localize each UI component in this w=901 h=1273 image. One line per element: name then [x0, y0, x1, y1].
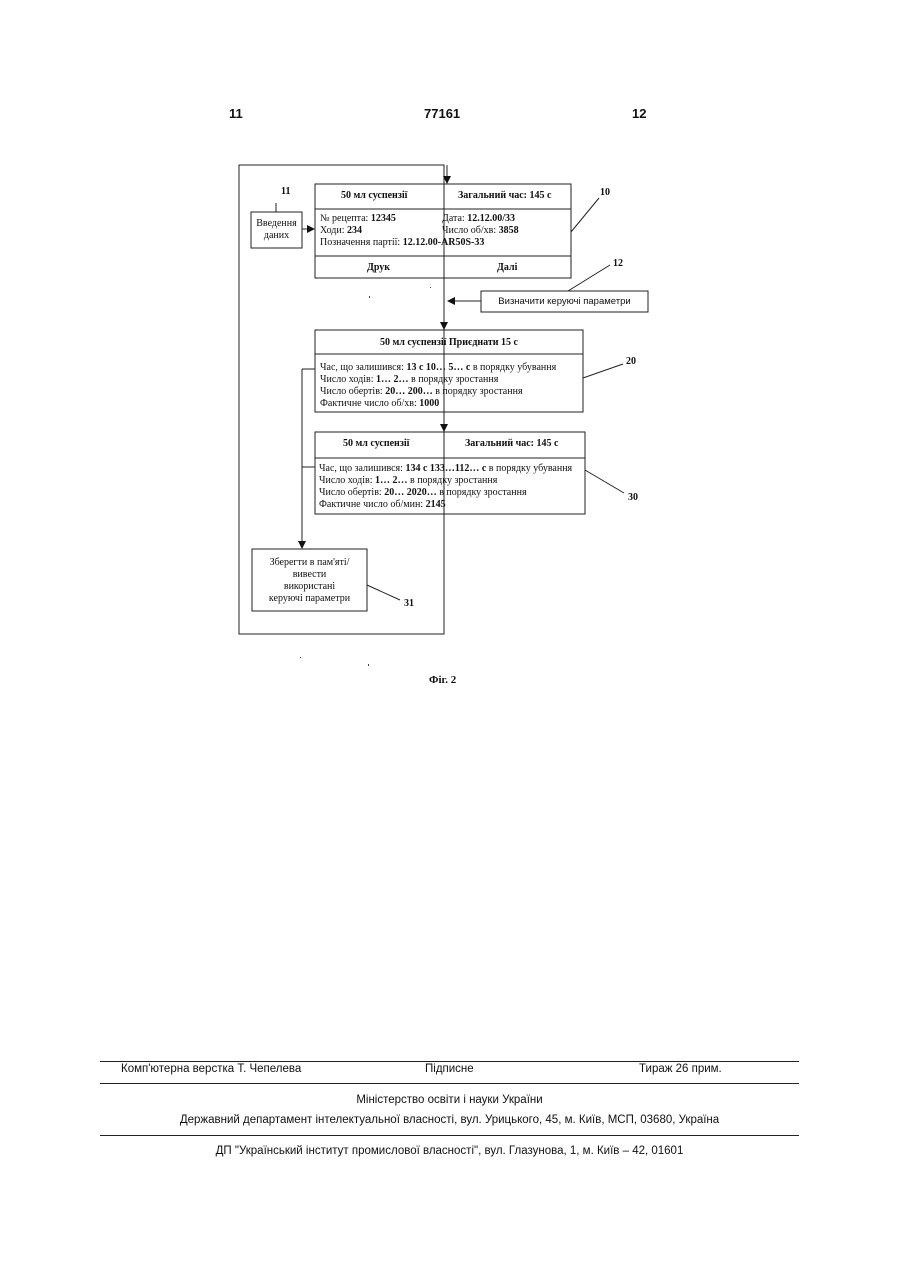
footer-row-1: Комп'ютерна верстка Т. Чепелева Підписне… — [100, 1063, 799, 1081]
box-11-line2: даних — [251, 230, 302, 242]
box-30-row3: Число обертів: 20… 2020… в порядку зрост… — [319, 487, 527, 499]
ref-12: 12 — [613, 258, 623, 269]
box-10-rpm: Число об/хв: 3858 — [442, 225, 519, 237]
box-30-row1: Час, що залишився: 134 с 133…112… с в по… — [319, 463, 572, 475]
box-30-title-left: 50 мл суспензії — [343, 438, 409, 450]
box-11-line1: Введення — [251, 218, 302, 230]
footer-rule-top — [100, 1061, 799, 1062]
box-20-row1: Час, що залишився: 13 с 10… 5… с в поряд… — [320, 362, 556, 374]
box-30-row2: Число ходів: 1… 2… в порядку зростання — [319, 475, 497, 487]
circulation-label: Тираж 26 прим. — [639, 1063, 722, 1075]
department-text: Державний департамент інтелектуальної вл… — [100, 1114, 799, 1126]
next-button[interactable]: Далі — [497, 262, 517, 274]
box-20-row4: Фактичне число об/хв: 1000 — [320, 398, 439, 410]
box-31-line3: використані — [252, 581, 367, 593]
ref-30: 30 — [628, 492, 638, 503]
layout-credit: Комп'ютерна верстка Т. Чепелева — [121, 1063, 301, 1075]
ref-20: 20 — [626, 356, 636, 367]
box-10-batch: Позначення партії: 12.12.00-AR50S-33 — [320, 237, 484, 249]
box-20-title: 50 мл суспензії Приєднати 15 с — [315, 337, 583, 349]
box-12-label: Визначити керуючі параметри — [481, 296, 648, 308]
print-button[interactable]: Друк — [367, 262, 390, 274]
box-10-title-left: 50 мл суспензії — [341, 190, 407, 202]
box-10-date: Дата: 12.12.00/33 — [442, 213, 515, 225]
box-10-title-right: Загальний час: 145 с — [458, 190, 551, 202]
footer-rule-bottom — [100, 1135, 799, 1136]
box-20-row3: Число обертів: 20… 200… в порядку зроста… — [320, 386, 523, 398]
box-30-title-right: Загальний час: 145 с — [465, 438, 558, 450]
institute-text: ДП "Український інститут промислової вла… — [100, 1145, 799, 1157]
box-30-row4: Фактичне число об/мин: 2145 — [319, 499, 446, 511]
box-31-line1: Зберегти в пам'яті/ — [252, 557, 367, 569]
ministry-text: Міністерство освіти і науки України — [100, 1094, 799, 1106]
box-20-row2: Число ходів: 1… 2… в порядку зростання — [320, 374, 498, 386]
box-31-line4: керуючі параметри — [252, 593, 367, 605]
ref-10: 10 — [600, 187, 610, 198]
box-10-recipe: № рецепта: 12345 — [320, 213, 396, 225]
ref-11: 11 — [281, 186, 290, 197]
figure-caption: Фіг. 2 — [429, 674, 456, 686]
signed-label: Підписне — [425, 1063, 474, 1075]
box-31-line2: вивести — [252, 569, 367, 581]
ref-31: 31 — [404, 598, 414, 609]
box-10-strokes: Ходи: 234 — [320, 225, 362, 237]
footer-rule-middle — [100, 1083, 799, 1084]
